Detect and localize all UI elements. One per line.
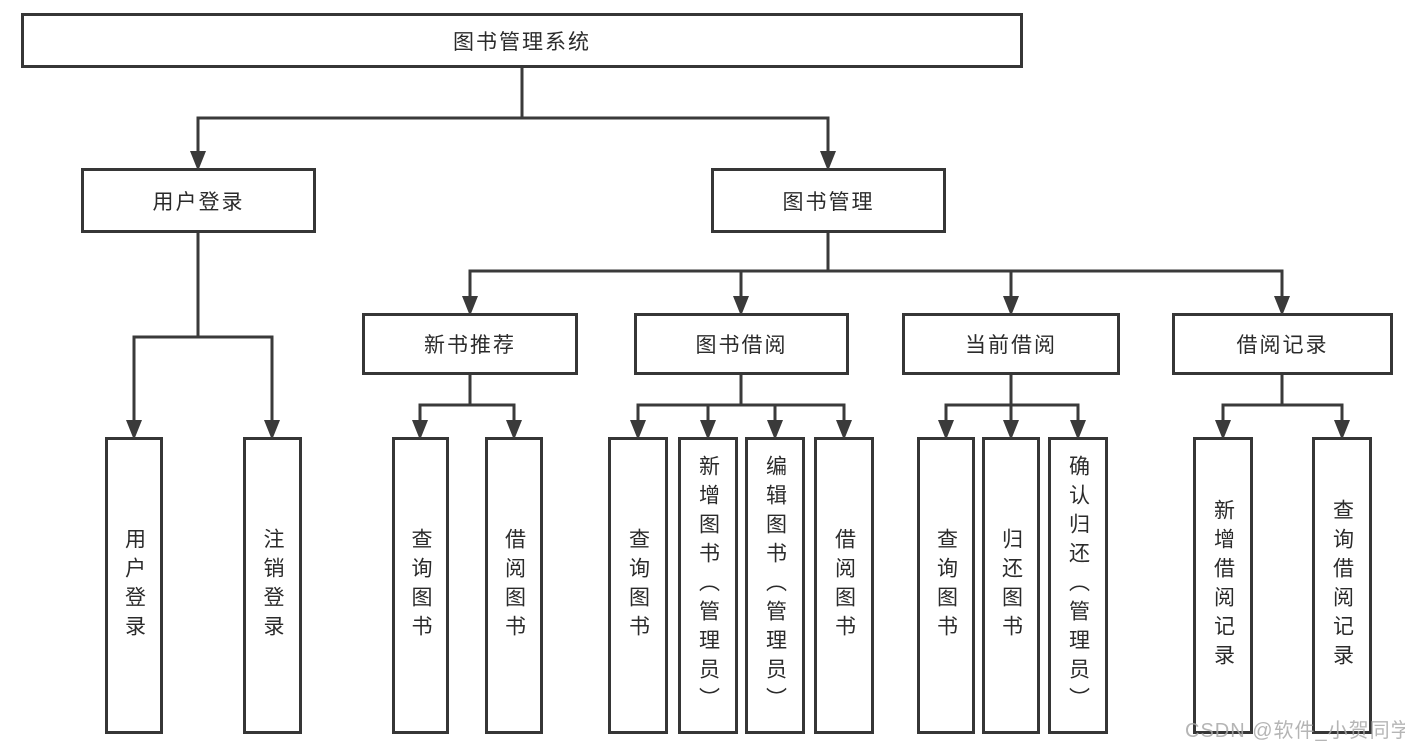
leaf-label: 查询图书 [409, 527, 432, 644]
node-new-book-recommendation: 新书推荐 [362, 313, 578, 375]
leaf-borrow-books: 借阅图书 [814, 437, 874, 734]
leaf-confirm-return-admin: 确认归还（管理员） [1048, 437, 1108, 734]
leaf-borrow-books-recommend: 借阅图书 [485, 437, 543, 734]
leaf-label: 新增借阅记录 [1211, 498, 1235, 673]
leaf-label: 归还图书 [999, 527, 1023, 644]
node-library-system: 图书管理系统 [21, 13, 1023, 68]
edges-user-login-to-leaves [126, 233, 280, 440]
leaf-label: 借阅图书 [832, 527, 856, 644]
leaf-return-books: 归还图书 [982, 437, 1040, 734]
edges-root-to-level2 [190, 68, 836, 171]
leaf-label: 编辑图书（管理员） [763, 455, 787, 716]
leaf-user-login: 用户登录 [105, 437, 163, 734]
leaf-label: 查询借阅记录 [1330, 498, 1354, 673]
leaf-add-borrow-record: 新增借阅记录 [1193, 437, 1253, 734]
leaf-add-books-admin: 新增图书（管理员） [678, 437, 738, 734]
node-book-management: 图书管理 [711, 168, 946, 233]
leaf-logout: 注销登录 [243, 437, 302, 734]
node-current-borrowing: 当前借阅 [902, 313, 1120, 375]
edges-borrowing-records-to-leaves [1215, 375, 1350, 440]
edges-new-book-recommendation-to-leaves [412, 375, 522, 440]
node-borrowing-records: 借阅记录 [1172, 313, 1393, 375]
leaf-label: 用户登录 [122, 527, 146, 644]
leaf-edit-books-admin: 编辑图书（管理员） [745, 437, 805, 734]
leaf-label: 借阅图书 [502, 527, 526, 644]
edges-current-borrowing-to-leaves [938, 375, 1086, 440]
leaf-query-books-current: 查询图书 [917, 437, 975, 734]
leaf-label: 注销登录 [261, 527, 284, 644]
leaf-query-books-recommend: 查询图书 [392, 437, 449, 734]
leaf-query-books-borrow: 查询图书 [608, 437, 668, 734]
leaf-label: 查询图书 [626, 527, 650, 644]
leaf-label: 查询图书 [934, 527, 958, 644]
node-user-login: 用户登录 [81, 168, 316, 233]
edges-book-borrowing-to-leaves [630, 375, 852, 440]
leaf-label: 新增图书（管理员） [696, 455, 720, 716]
leaf-label: 确认归还（管理员） [1066, 455, 1090, 716]
edges-book-management-to-level3 [462, 233, 1290, 316]
csdn-watermark: CSDN @软件_小贺同学 [1185, 720, 1405, 742]
node-book-borrowing: 图书借阅 [634, 313, 849, 375]
leaf-query-borrow-record: 查询借阅记录 [1312, 437, 1372, 734]
